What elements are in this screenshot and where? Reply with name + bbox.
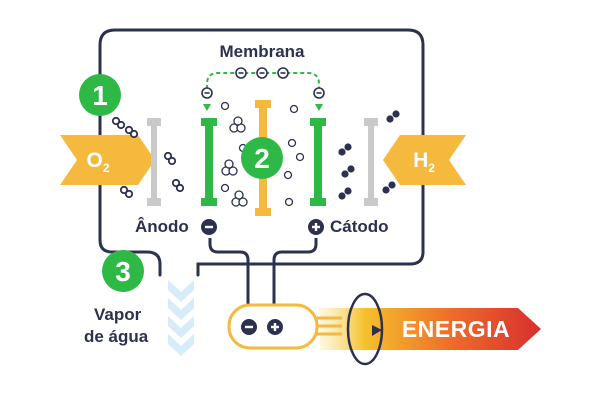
- electrons: [201, 67, 325, 99]
- cell-outline: [98, 28, 425, 277]
- oxygen-input-arrow: O2: [60, 135, 155, 185]
- rotation-arrow-icon: [346, 292, 384, 366]
- anode-label: Ânodo: [135, 217, 189, 236]
- step-2-badge: 2: [241, 137, 283, 179]
- step-3-badge: 3: [102, 250, 144, 292]
- water-vapor-chevrons: [168, 280, 194, 356]
- svg-text:1: 1: [92, 80, 108, 111]
- svg-text:2: 2: [254, 143, 270, 174]
- electron-path: [206, 72, 320, 96]
- anode-gray-plate: [147, 118, 161, 206]
- hydrogen-molecules: [338, 110, 400, 200]
- svg-text:H2: H2: [413, 149, 435, 175]
- ions: [220, 101, 305, 207]
- step-1-badge: 1: [79, 74, 121, 116]
- anode-terminal: [201, 219, 217, 235]
- vapor-label-line1: Vapor: [94, 305, 142, 324]
- anode-green-electrode: [201, 118, 217, 206]
- svg-text:O2: O2: [86, 149, 109, 175]
- vapor-label-line2: de água: [84, 327, 149, 346]
- load-device: [227, 303, 342, 350]
- cathode-terminal: [308, 219, 324, 235]
- cathode-gray-plate: [364, 118, 378, 206]
- svg-text:3: 3: [115, 256, 131, 287]
- membrane-label: Membrana: [219, 42, 305, 61]
- cathode-label: Cátodo: [330, 217, 389, 236]
- hydrogen-input-arrow: H2: [383, 135, 466, 185]
- anode-wire: [208, 238, 250, 320]
- cathode-wire: [272, 238, 318, 320]
- oxygen-molecules: [111, 116, 185, 199]
- energy-arrow: ENERGIA: [320, 308, 541, 350]
- energy-label: ENERGIA: [402, 316, 510, 342]
- cathode-green-electrode: [310, 118, 326, 206]
